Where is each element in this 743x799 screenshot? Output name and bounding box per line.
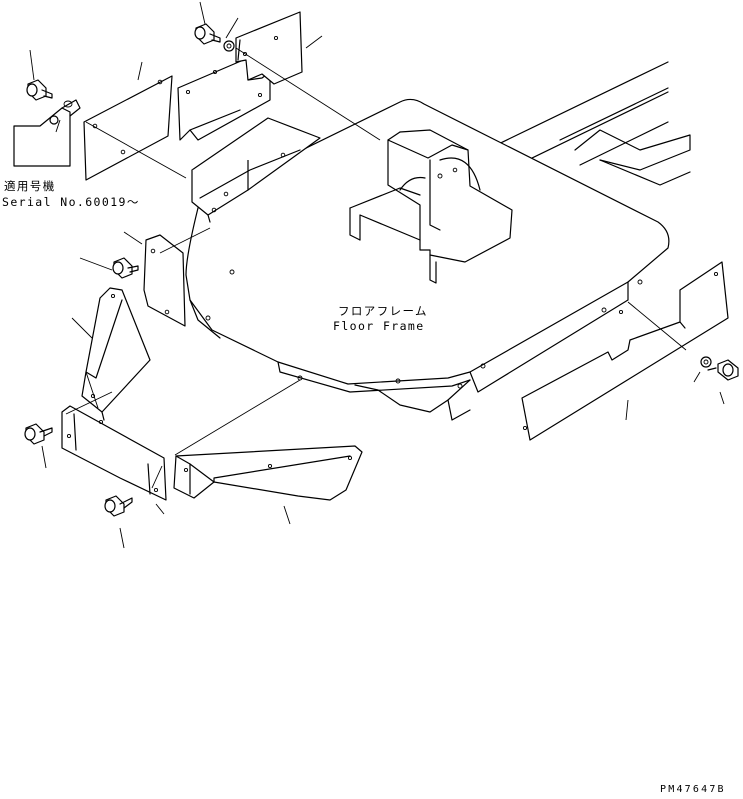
applicability-label: 適用号機: [4, 179, 56, 193]
drawing-code: PM47647B: [660, 784, 726, 795]
lower-left-cover: [61, 405, 167, 501]
top-duct: [191, 117, 321, 223]
right-cover-plate: [521, 261, 729, 441]
left-side-bracket: [81, 287, 151, 421]
lower-center-duct: [173, 445, 363, 501]
center-mount: [349, 129, 513, 284]
bolt-icon: [26, 79, 53, 101]
washer-icon: [223, 40, 235, 52]
serial-number-label: Serial No.60019～: [2, 195, 140, 209]
floor-frame-label-jp: フロアフレーム: [338, 304, 428, 318]
bolt-icon: [112, 257, 139, 279]
side-bracket-plate: [143, 234, 186, 327]
leader-lines: [29, 1, 725, 549]
washer-icon: [700, 356, 712, 368]
bolt-icon: [707, 359, 739, 381]
floor-frame-label-en: Floor Frame: [333, 319, 425, 333]
applicability-inset: [13, 99, 81, 167]
rear-cover-plate: [235, 11, 303, 85]
bolt-icon: [104, 495, 133, 517]
bolt-icon: [24, 423, 53, 445]
washer-icon: [49, 115, 59, 125]
bolt-icon: [194, 23, 221, 45]
